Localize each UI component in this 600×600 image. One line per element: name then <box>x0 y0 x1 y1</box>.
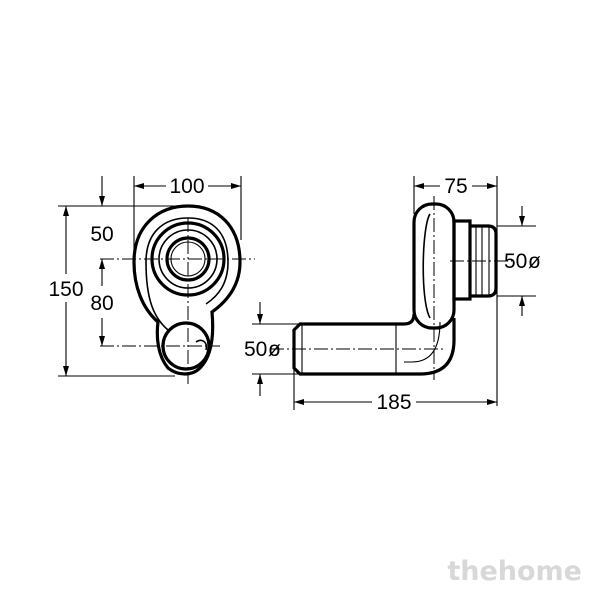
width-dim-label: 100 <box>169 175 204 198</box>
width-arrow-left <box>134 183 144 189</box>
watermark-logo: thehome <box>447 556 582 587</box>
inlet-pipe-outline <box>292 313 456 376</box>
width-arrow-right <box>231 183 241 189</box>
outlet-dia-arrow-top <box>519 216 525 226</box>
depth-arrow-right <box>487 183 497 189</box>
offset-dim-label: 50 <box>90 223 113 246</box>
depth-arrow-left <box>414 183 424 189</box>
inlet-dia-arrow-top <box>257 314 263 324</box>
inlet-dia-symbol: ø <box>268 338 281 361</box>
length-arrow-right <box>487 399 497 405</box>
inlet-dia-label: 50 <box>244 338 267 361</box>
side-view: 75 50 ø 50 ø 185 <box>244 175 541 414</box>
inlet-dia-arrow-bottom <box>257 374 263 384</box>
outlet-dia-symbol: ø <box>528 250 541 273</box>
center-arrow-top <box>99 259 105 269</box>
depth-dim-label: 75 <box>444 175 467 198</box>
front-body-outline <box>132 204 242 376</box>
length-arrow-left <box>294 399 304 405</box>
side-body-inner <box>422 213 431 319</box>
length-dim-label: 185 <box>376 391 411 414</box>
offset-arrow-down <box>99 196 105 206</box>
front-view: 100 150 50 80 <box>48 175 255 384</box>
elbow-inner-curve <box>404 321 441 363</box>
height-arrow-bottom <box>63 366 69 376</box>
inlet-hook <box>195 339 208 351</box>
outlet-dia-arrow-bottom <box>519 296 525 306</box>
height-dim-label: 150 <box>48 278 83 301</box>
height-arrow-top <box>63 206 69 216</box>
outlet-dia-label: 50 <box>504 250 527 273</box>
outlet-collar <box>452 219 472 301</box>
center-arrow-bottom <box>99 336 105 346</box>
center-dim-label: 80 <box>90 292 113 315</box>
